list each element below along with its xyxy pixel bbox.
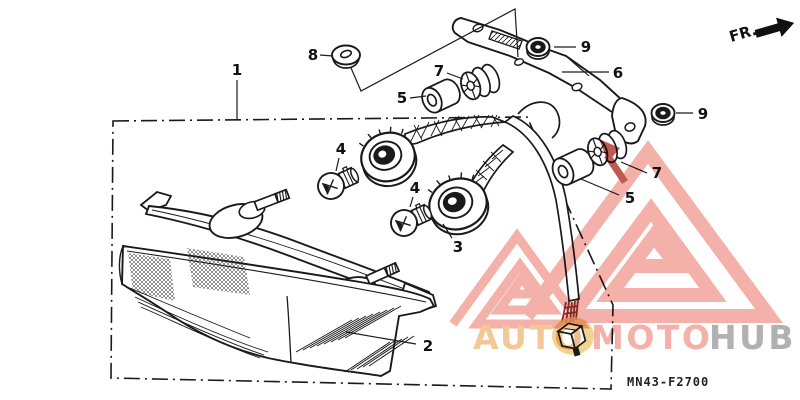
mounting-dome-left — [208, 200, 266, 239]
watermark-logo-large — [521, 140, 783, 323]
leader-line — [442, 223, 453, 239]
callout-6: 6 — [613, 64, 623, 82]
callout-4-right: 4 — [410, 179, 420, 197]
callout-5-upper: 5 — [397, 89, 407, 107]
callout-7-upper: 7 — [434, 62, 444, 80]
callout-9-upper: 9 — [581, 38, 591, 56]
taillight-lens — [118, 188, 438, 377]
lens-streaks — [129, 287, 269, 359]
leader-line — [335, 157, 340, 172]
bulb-socket-lower — [427, 172, 490, 236]
nut-lower — [650, 103, 676, 126]
lens-hatch-patch — [128, 253, 175, 301]
fr-direction: FR. — [727, 17, 795, 46]
watermark-text-moto: MOTO — [591, 318, 712, 357]
watermark-text-hub: HUB — [709, 318, 796, 357]
lens-stripes — [295, 305, 415, 373]
fr-label: FR. — [727, 21, 759, 46]
lens-hatch-patch — [187, 248, 250, 295]
leader-line — [319, 8, 519, 92]
callout-7-lower: 7 — [652, 164, 662, 182]
leader-line — [409, 95, 427, 99]
bulb-socket-upper — [358, 126, 418, 188]
nut-upper — [525, 37, 551, 60]
bracket-slot — [488, 30, 523, 50]
braid-upper — [404, 116, 506, 145]
rubber-mount-upper — [421, 78, 461, 114]
grommet — [331, 44, 361, 69]
callout-5-lower: 5 — [625, 189, 635, 207]
callout-2: 2 — [423, 337, 433, 355]
watermark-text-auto: AUTO — [473, 318, 585, 357]
bulb-left — [317, 165, 360, 200]
callout-3: 3 — [453, 238, 463, 256]
braid-branch — [466, 143, 515, 196]
red-pointer-arrow — [599, 139, 628, 184]
watermark-logo-small — [449, 228, 590, 329]
leader-line — [409, 196, 414, 208]
callout-4-left: 4 — [336, 140, 346, 158]
callout-9-lower: 9 — [698, 105, 708, 123]
leader-line — [446, 72, 464, 80]
leader-line — [345, 331, 417, 345]
callout-8: 8 — [308, 46, 318, 64]
threaded-stud-right — [365, 261, 401, 286]
diagram-code: MN43-F2700 — [627, 375, 709, 389]
bulb-right — [390, 202, 433, 237]
watermark: AUTO MOTO HUB — [449, 139, 796, 357]
wire-loop — [517, 101, 561, 139]
mounting-bracket — [451, 17, 647, 145]
callout-1: 1 — [232, 61, 242, 79]
collar-upper — [460, 63, 501, 101]
fr-arrow-icon — [754, 17, 795, 38]
threaded-stud-left — [253, 188, 291, 212]
